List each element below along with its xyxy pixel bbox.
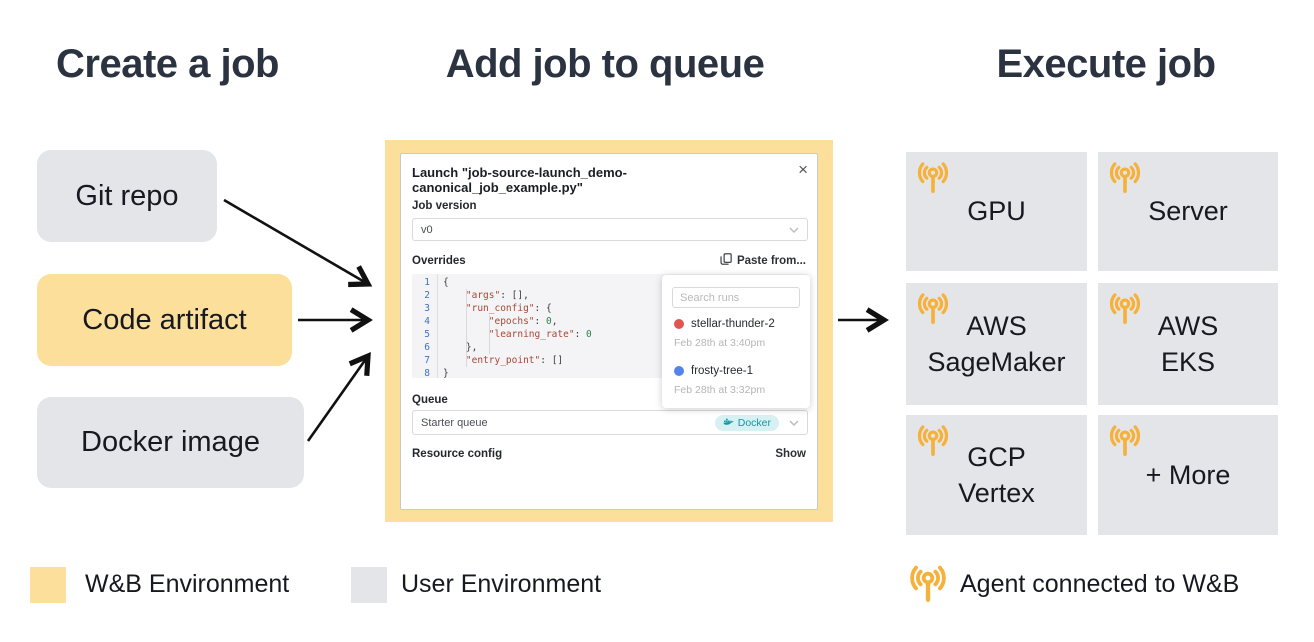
agent-antenna-icon xyxy=(1108,291,1142,325)
docker-image-label: Docker image xyxy=(81,426,260,458)
paste-from-label: Paste from... xyxy=(736,254,806,267)
line-number: 8 xyxy=(424,368,430,379)
chevron-down-icon xyxy=(789,420,799,426)
line-number: 7 xyxy=(424,355,430,366)
agent-antenna-icon xyxy=(916,291,950,325)
user-environment-swatch xyxy=(351,567,387,603)
job-version-value: v0 xyxy=(421,223,433,236)
exec-box-label: GPU xyxy=(967,196,1026,227)
run-item[interactable]: frosty-tree-1 xyxy=(674,365,753,377)
exec-box-label: AWS xyxy=(966,310,1027,341)
code-line: }, xyxy=(443,342,478,353)
docker-badge: Docker xyxy=(714,414,779,431)
code-line: "learning_rate": 0 xyxy=(488,329,592,340)
create-job-title: Create a job xyxy=(56,42,279,86)
git-repo-label: Git repo xyxy=(75,179,179,212)
exec-box-label-2: Vertex xyxy=(958,478,1035,508)
code-artifact-box: Code artifact xyxy=(37,274,292,366)
git-repo-box: Git repo xyxy=(37,150,217,242)
exec-box-label: AWS xyxy=(1157,310,1219,341)
code-content: { "args": [], "run_config": { "epochs": … xyxy=(443,276,592,380)
wandb-environment-label: W&B Environment xyxy=(85,570,290,598)
docker-image-box: Docker image xyxy=(37,397,304,488)
user-environment-label: User Environment xyxy=(401,570,602,598)
code-line: { xyxy=(443,277,449,288)
agent-antenna-icon xyxy=(916,423,950,457)
agent-antenna-icon xyxy=(1108,160,1142,194)
code-line: "args": [], xyxy=(465,290,529,301)
copy-icon xyxy=(720,253,732,268)
exec-box-label: Server xyxy=(1148,196,1228,227)
add-job-to-queue-title: Add job to queue xyxy=(445,42,765,86)
run-name: frosty-tree-1 xyxy=(691,365,753,377)
aws-eks-box: AWS EKS xyxy=(1098,283,1278,405)
overrides-label: Overrides xyxy=(412,255,466,267)
show-button[interactable]: Show xyxy=(775,448,806,460)
run-color-dot xyxy=(674,319,684,329)
runs-popup: stellar-thunder-2 Feb 28th at 3:40pm fro… xyxy=(662,275,810,408)
code-line: "entry_point": [] xyxy=(465,355,564,366)
line-number: 6 xyxy=(424,342,430,353)
execute-job-title: Execute job xyxy=(996,42,1216,86)
chevron-down-icon xyxy=(789,227,799,233)
search-runs-input[interactable] xyxy=(672,287,800,308)
docker-badge-label: Docker xyxy=(737,416,771,429)
run-timestamp: Feb 28th at 3:32pm xyxy=(674,384,766,396)
run-item[interactable]: stellar-thunder-2 xyxy=(674,318,775,330)
gcp-vertex-box: GCP Vertex xyxy=(906,415,1087,535)
queue-select[interactable]: Starter queue Docker xyxy=(412,410,808,435)
exec-box-label-2: SageMaker xyxy=(927,347,1066,377)
line-number: 3 xyxy=(424,303,430,314)
gpu-box: GPU xyxy=(906,152,1087,271)
line-number: 2 xyxy=(424,290,430,301)
code-line: } xyxy=(443,368,449,379)
code-artifact-label: Code artifact xyxy=(82,303,247,336)
arrow-docker-to-modal xyxy=(306,351,371,442)
run-name: stellar-thunder-2 xyxy=(691,318,775,330)
agent-connected-label: Agent connected to W&B xyxy=(960,570,1240,598)
queue-value: Starter queue xyxy=(421,416,488,429)
job-version-label: Job version xyxy=(412,200,477,212)
code-line: "epochs": 0, xyxy=(488,316,558,327)
line-number: 1 xyxy=(424,277,430,288)
paste-from-button[interactable]: Paste from... xyxy=(720,253,806,268)
code-line-numbers: 1 2 3 4 5 6 7 8 xyxy=(412,276,436,380)
close-icon[interactable]: × xyxy=(798,160,808,179)
agent-antenna-icon xyxy=(916,160,950,194)
modal-title: Launch "job-source-launch_demo-canonical… xyxy=(412,165,627,195)
resource-config-label: Resource config xyxy=(412,448,503,460)
gutter-divider xyxy=(437,274,438,378)
indent-guide xyxy=(466,289,467,367)
agent-antenna-icon xyxy=(908,562,948,604)
docker-whale-icon xyxy=(723,417,734,429)
run-timestamp: Feb 28th at 3:40pm xyxy=(674,337,766,349)
exec-box-label: + More xyxy=(1145,459,1231,490)
arrow-git-to-modal xyxy=(223,198,373,288)
code-line: "run_config": { xyxy=(465,303,552,314)
line-number: 4 xyxy=(424,316,430,327)
line-number: 5 xyxy=(424,329,430,340)
agent-antenna-icon xyxy=(1108,423,1142,457)
aws-sagemaker-box: AWS SageMaker xyxy=(906,283,1087,405)
job-version-select[interactable]: v0 xyxy=(412,218,808,241)
more-box: + More xyxy=(1098,415,1278,535)
wandb-environment-swatch xyxy=(30,567,66,603)
run-color-dot xyxy=(674,366,684,376)
exec-box-label: GCP xyxy=(967,441,1026,472)
indent-guide xyxy=(489,315,490,354)
queue-label: Queue xyxy=(412,394,448,406)
exec-box-label-2: EKS xyxy=(1160,347,1216,377)
server-box: Server xyxy=(1098,152,1278,271)
